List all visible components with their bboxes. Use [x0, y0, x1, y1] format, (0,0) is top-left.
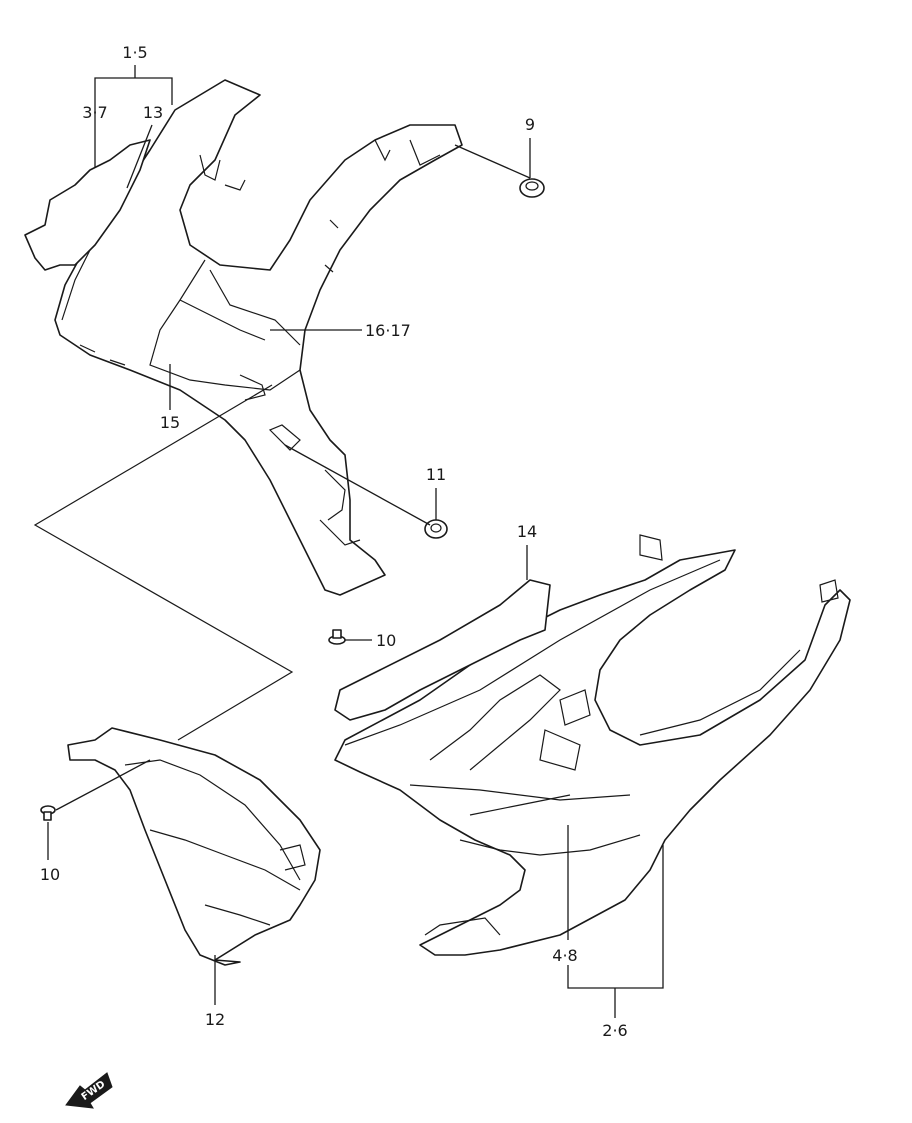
callout-10-upper: 10 [376, 631, 396, 650]
lower-inner-panel [67, 727, 321, 966]
callout-14: 14 [517, 522, 537, 541]
callout-11: 11 [426, 465, 446, 484]
side-cowling [334, 534, 851, 956]
inner-fairing-panel [54, 79, 463, 596]
grommet-9 [519, 178, 545, 198]
cover-outline [24, 139, 151, 271]
fwd-arrow-icon: FWD [65, 1072, 113, 1109]
callout-10-lower: 10 [40, 865, 60, 884]
callout-15: 15 [160, 413, 180, 432]
callout-labels: 1·5 3·7 13 9 16·17 15 11 14 10 10 12 4·8… [40, 43, 628, 1040]
callout-4-8: 4·8 [552, 946, 577, 965]
projection-guide [33, 384, 294, 741]
callout-9: 9 [525, 115, 535, 134]
grommet-11 [424, 519, 448, 539]
callout-16-17: 16·17 [365, 321, 411, 340]
leader-lines [47, 65, 664, 1018]
callout-13: 13 [143, 103, 163, 122]
screw-10-lower [40, 805, 56, 821]
screw-10-upper [328, 629, 346, 645]
callout-12: 12 [205, 1010, 225, 1029]
callout-2-6: 2·6 [602, 1021, 627, 1040]
callout-3-7: 3·7 [82, 103, 107, 122]
callout-1-5: 1·5 [122, 43, 147, 62]
